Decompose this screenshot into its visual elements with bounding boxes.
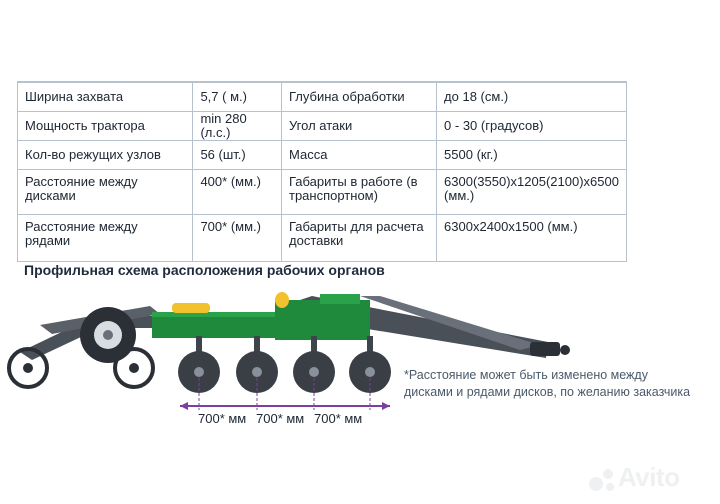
wheel-hub [103, 330, 113, 340]
disc-hub [194, 367, 204, 377]
frame-tower-cap [320, 294, 360, 304]
spec-label: Масса [280, 140, 438, 170]
table-row: Расстояние между дисками 400* (мм.) Габа… [16, 169, 627, 215]
packer-wheel-icon [7, 347, 49, 389]
section-title: Профильная схема расположения рабочих ор… [24, 262, 385, 278]
disc-stem [196, 336, 202, 356]
drawbar-brace [360, 296, 540, 350]
table-row: Ширина захвата 5,7 ( м.) Глубина обработ… [16, 82, 627, 112]
table-row: Кол-во режущих узлов 56 (шт.) Масса 5500… [16, 140, 627, 170]
footnote: *Расстояние может быть изменено между ди… [404, 368, 691, 399]
spec-value: 6300x2400x1500 (мм.) [436, 214, 627, 262]
spec-value: 5,7 ( м.) [192, 82, 282, 112]
spec-value: min 280 (л.с.) [192, 111, 282, 141]
spec-value: 400* (мм.) [192, 169, 282, 215]
hydraulic-cylinder [172, 303, 210, 313]
spec-label: Габариты для расчета доставки [280, 214, 438, 262]
avito-logo-icon [589, 469, 614, 491]
spec-label: Кол-во режущих узлов [16, 140, 194, 170]
frame-tower [275, 300, 370, 340]
spec-label: Расстояние между рядами [16, 214, 194, 262]
hitch-pin-icon [560, 345, 570, 355]
table-top-border [17, 81, 627, 82]
spec-value: 56 (шт.) [192, 140, 282, 170]
dimension-label: 700* мм [256, 411, 305, 426]
dimension-label: 700* мм [314, 411, 363, 426]
disc-stem [311, 336, 317, 356]
arrow-left-icon [180, 402, 188, 410]
hydraulic-accumulator [275, 292, 289, 308]
disc-stem [254, 336, 260, 356]
spec-label: Габариты в работе (в транспортном) [280, 169, 438, 215]
implement-diagram [7, 292, 570, 410]
spec-value: 6300(3550)x1205(2100)x6500 (мм.) [436, 169, 627, 215]
table-row: Расстояние между рядами 700* (мм.) Габар… [16, 214, 627, 262]
spec-label: Ширина захвата [16, 82, 194, 112]
spec-label: Мощность трактора [16, 111, 194, 141]
disc-hub [365, 367, 375, 377]
spec-label: Глубина обработки [280, 82, 438, 112]
spec-table: Ширина захвата 5,7 ( м.) Глубина обработ… [16, 82, 627, 262]
dimension-label: 700* мм [198, 411, 247, 426]
spec-label: Угол атаки [280, 111, 438, 141]
table-row: Мощность трактора min 280 (л.с.) Угол ат… [16, 111, 627, 141]
spec-value: 700* (мм.) [192, 214, 282, 262]
packer-hub [129, 363, 139, 373]
packer-hub [23, 363, 33, 373]
watermark: Avito [618, 462, 680, 492]
spec-value: до 18 (см.) [436, 82, 627, 112]
disc-hub [252, 367, 262, 377]
main-frame-top [152, 312, 367, 317]
disc-hub [309, 367, 319, 377]
spec-label: Расстояние между дисками [16, 169, 194, 215]
spec-value: 0 - 30 (градусов) [436, 111, 627, 141]
packer-wheel-icon [113, 347, 155, 389]
arrow-right-icon [382, 402, 390, 410]
spec-value: 5500 (кг.) [436, 140, 627, 170]
disc-stem [367, 336, 373, 356]
hitch [530, 342, 560, 356]
